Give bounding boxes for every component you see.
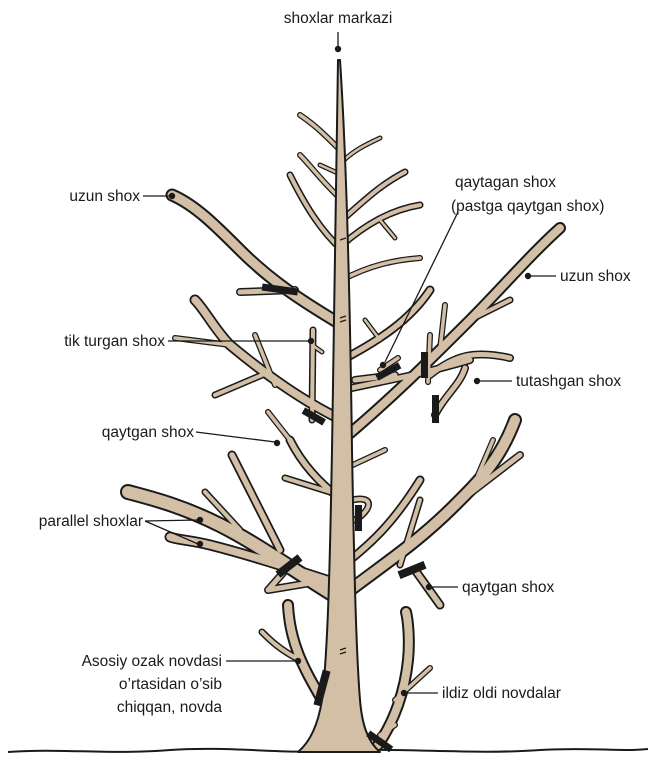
label-vertical-branch: tik turgan shox: [64, 333, 165, 350]
label-long-branch-left: uzun shox: [69, 188, 140, 205]
label-crossing-branch: tutashgan shox: [516, 373, 621, 390]
label-root-suckers: ildiz oldi novdalar: [442, 685, 561, 702]
label-sucker-line-1: Asosiy ozak novdasi: [82, 653, 222, 670]
label-long-branch-right: uzun shox: [560, 268, 631, 285]
label-returned-top-2: (pastga qaytgan shox): [451, 198, 604, 215]
label-parallel-branches: parallel shoxlar: [39, 513, 143, 530]
label-sucker-line-3: chiqqan, novda: [117, 699, 223, 716]
label-returned-left: qaytgan shox: [102, 424, 194, 441]
label-returned-top-1: qaytagan shox: [455, 174, 556, 191]
label-sucker-line-2: o’rtasidan o’sib: [119, 676, 222, 693]
label-leader-center: shoxlar markazi: [284, 10, 393, 27]
label-returned-right: qaytgan shox: [462, 579, 554, 596]
